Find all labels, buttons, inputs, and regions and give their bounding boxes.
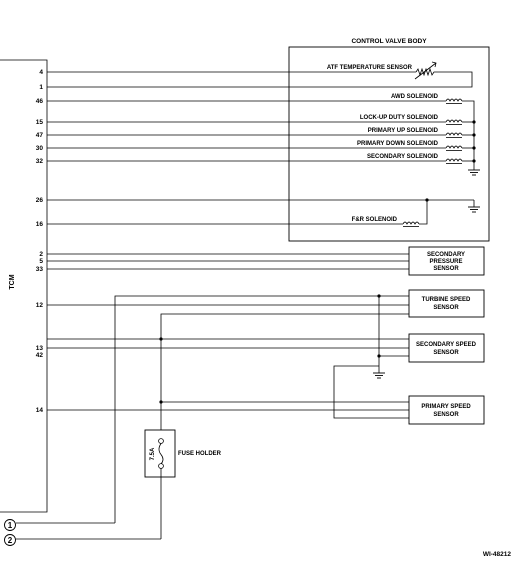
control-valve-body: CONTROL VALVE BODY [288,38,490,242]
figure-id: WI-48212 [483,551,512,558]
fuse-holder: 7.5A FUSE HOLDER [144,402,222,539]
pin-label: 26 [36,197,44,204]
secondary-pressure-sensor-label: SECONDARY [427,252,465,258]
connector-2-label: 2 [8,536,13,545]
tcm-pin-labels: 4 1 46 15 47 30 32 26 16 2 5 33 12 13 42… [36,69,44,414]
turbine-speed-sensor-label: TURBINE SPEED [422,297,471,303]
pin-label: 32 [36,158,44,165]
pin-label: 46 [36,98,44,105]
primary-speed-sensor: PRIMARY SPEED SENSOR [47,395,485,425]
control-valve-body-title: CONTROL VALVE BODY [351,38,427,45]
lockup-duty-solenoid-label: LOCK-UP DUTY SOLENOID [360,115,439,121]
tcm-block: TCM [0,59,48,513]
pin-label: 12 [36,302,44,309]
pin-label: 33 [36,266,44,273]
pin-label: 14 [36,407,44,414]
pin-label: 42 [36,352,44,359]
atf-temperature-sensor-label: ATF TEMPERATURE SENSOR [327,65,413,71]
primary-speed-sensor-label: PRIMARY SPEED [421,404,471,410]
connector-1-label: 1 [8,521,13,530]
pin-label: 13 [36,345,44,352]
pin-label: 1 [39,84,43,91]
secondary-pressure-sensor-label: SENSOR [433,266,459,272]
ground-icon [372,372,386,379]
fr-solenoid-label: F&R SOLENOID [352,217,398,223]
secondary-pressure-sensor-label: PRESSURE [429,259,462,265]
secondary-pressure-sensor: SECONDARY PRESSURE SENSOR [47,246,485,276]
pin-label: 16 [36,221,44,228]
turbine-speed-sensor-label: SENSOR [433,305,459,311]
turbine-speed-sensor: TURBINE SPEED SENSOR [47,289,485,523]
fuse-holder-label: FUSE HOLDER [178,451,222,457]
fr-solenoid-circuit: F&R SOLENOID [47,198,481,227]
pin-label: 4 [39,69,43,76]
pin-label: 15 [36,119,44,126]
pin-label: 47 [36,132,44,139]
solenoid-circuits: AWD SOLENOID LOCK-UP DUTY SOLENOID PRIMA… [47,94,481,176]
pin-label: 30 [36,145,44,152]
awd-solenoid-label: AWD SOLENOID [391,94,439,100]
pin-label: 5 [39,258,43,265]
secondary-speed-sensor-label: SECONDARY SPEED [416,342,477,348]
atf-temperature-circuit: ATF TEMPERATURE SENSOR [47,61,473,88]
secondary-solenoid-label: SECONDARY SOLENOID [367,154,439,160]
thermistor-icon [415,67,436,77]
tcm-label: TCM [9,274,16,289]
connector-1-icon [4,519,16,531]
pin-label: 2 [39,251,43,258]
fuse-rating: 7.5A [150,447,156,460]
connector-2-icon [4,534,16,546]
connector-circuits: 1 2 [4,519,161,546]
secondary-speed-sensor-label: SENSOR [433,350,459,356]
primary-down-solenoid-label: PRIMARY DOWN SOLENOID [357,141,439,147]
primary-up-solenoid-label: PRIMARY UP SOLENOID [368,128,439,134]
secondary-speed-sensor: SECONDARY SPEED SENSOR [47,296,485,419]
primary-speed-sensor-label: SENSOR [433,412,459,418]
